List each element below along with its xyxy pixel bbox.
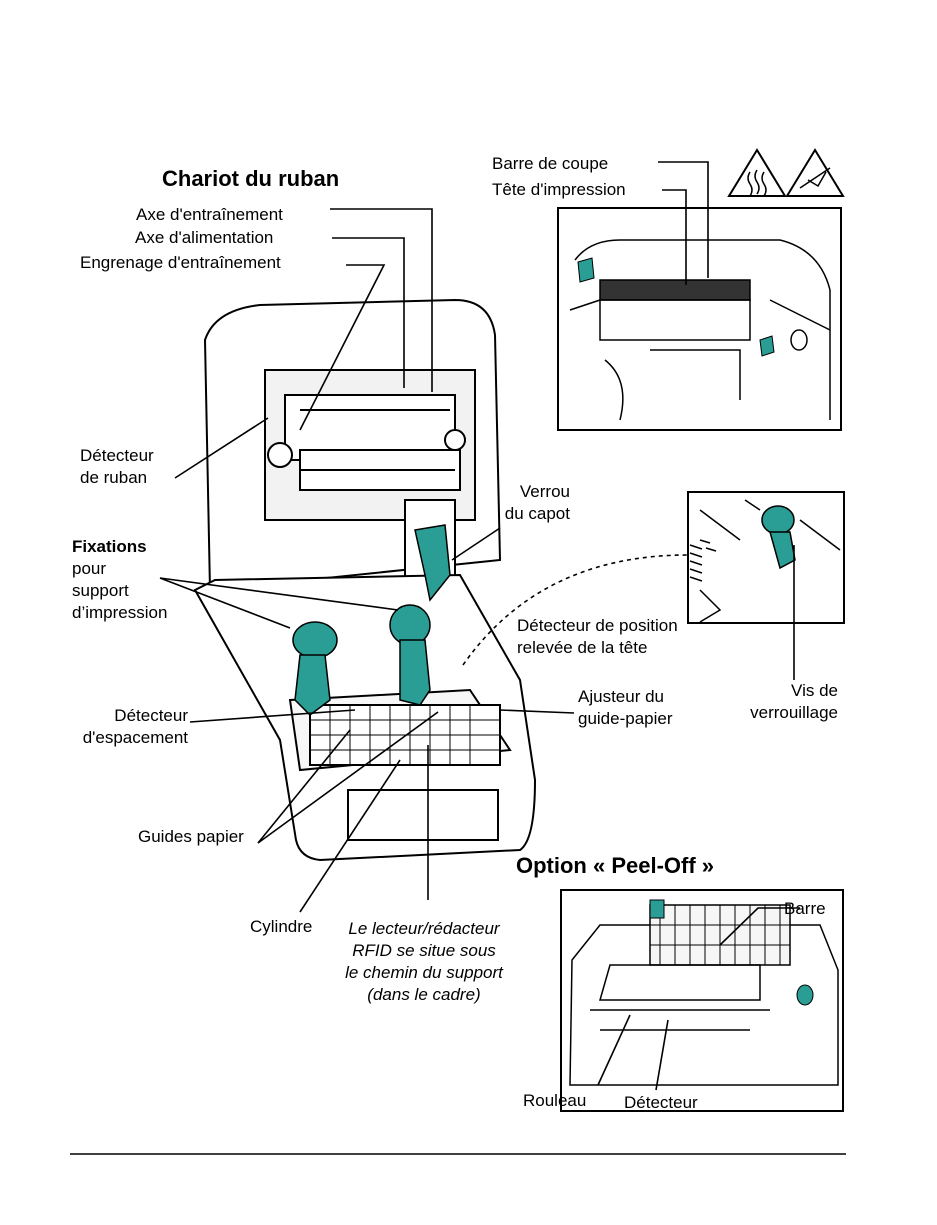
label-detecteur-position: Détecteur de position relevée de la tête <box>517 616 678 657</box>
printhead-inset-illustration <box>569 239 831 421</box>
label-guides-papier: Guides papier <box>138 827 244 846</box>
lid-latch <box>414 524 451 602</box>
electrostatic-warning-icon <box>785 148 845 197</box>
label-vis-verrouillage: Vis de verrouillage <box>750 681 838 722</box>
label-fixations: Fixations pour support d’impression <box>72 537 168 622</box>
label-axe-alimentation: Axe d'alimentation <box>135 228 274 247</box>
label-rouleau: Rouleau <box>523 1091 587 1110</box>
peeloff-inset-illustration <box>569 904 839 1086</box>
lock-screw-inset-illustration <box>689 499 841 623</box>
label-barre: Barre <box>784 899 826 918</box>
rfid-note: Le lecteur/rédacteur RFID se situe sous … <box>345 919 503 1004</box>
peeloff-title: Option « Peel-Off » <box>516 853 715 878</box>
leader-lines <box>159 161 800 1091</box>
label-detecteur: Détecteur <box>624 1093 698 1112</box>
label-ajusteur: Ajusteur du guide-papier <box>578 687 673 728</box>
label-axe-entrainement: Axe d'entraînement <box>136 205 283 224</box>
label-cylindre: Cylindre <box>250 917 313 936</box>
printer-main-illustration <box>193 298 537 862</box>
label-verrou-capot: Verrou du capot <box>504 482 570 523</box>
hot-surface-warning-icon <box>727 148 787 197</box>
media-holder-left <box>292 621 338 716</box>
label-detecteur-ruban: Détecteur de ruban <box>80 446 154 487</box>
label-engrenage: Engrenage d'entraînement <box>80 253 281 272</box>
label-detecteur-espacement: Détecteur d'espacement <box>82 706 188 747</box>
label-barre-coupe: Barre de coupe <box>492 154 609 173</box>
label-tete-impression: Tête d'impression <box>492 180 626 199</box>
ribbon-carriage-title: Chariot du ruban <box>162 166 340 191</box>
media-holder-right <box>389 604 431 706</box>
